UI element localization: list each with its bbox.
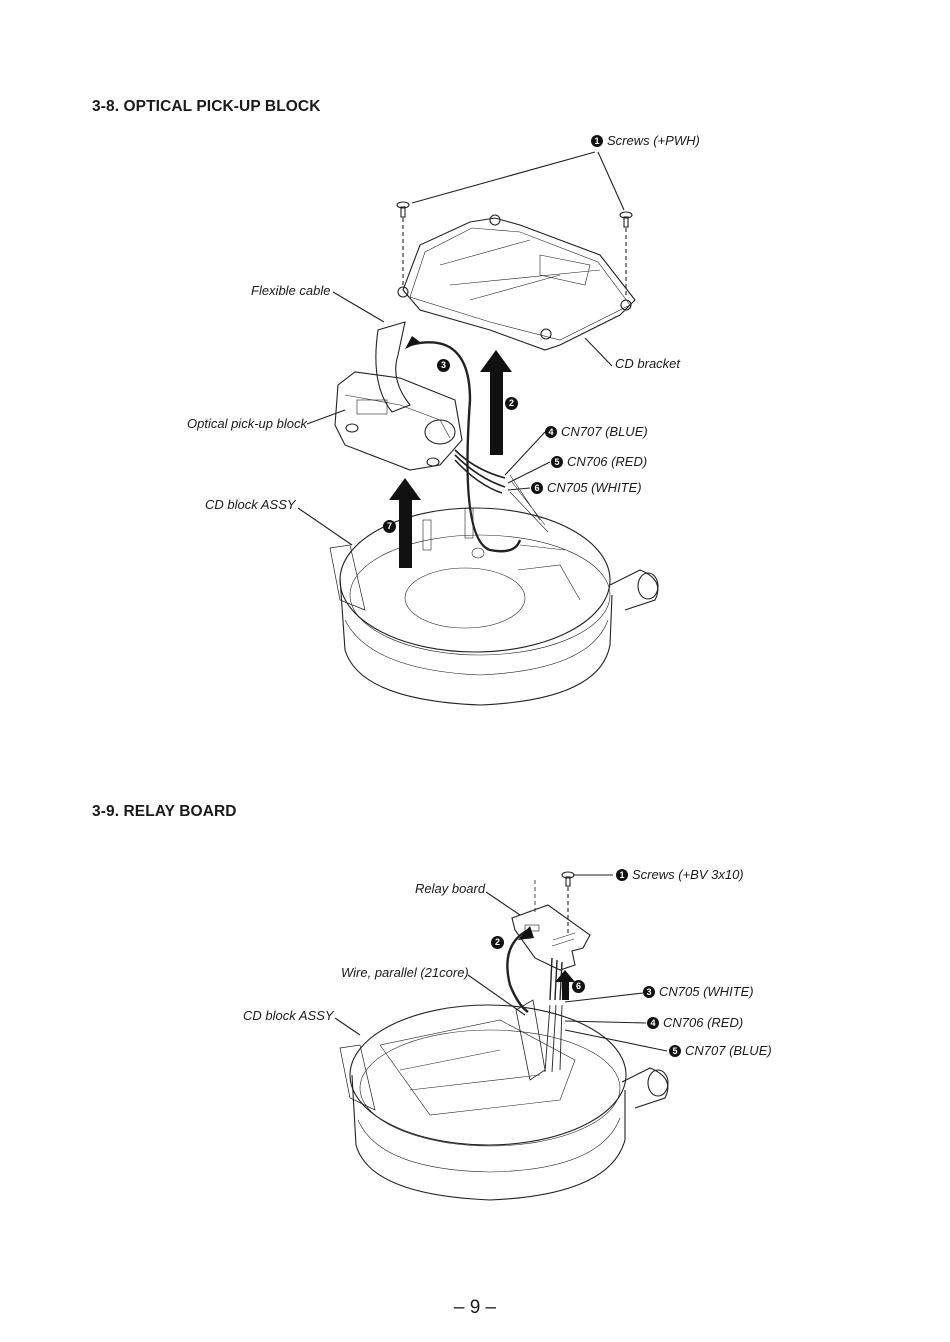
number-badge: 1	[591, 135, 603, 147]
label-text: Screws (+BV 3x10)	[632, 867, 744, 882]
label-cn705-white-relay: 3 CN705 (WHITE)	[643, 984, 754, 1000]
leader-cn707	[504, 431, 546, 476]
label-wire-parallel: Wire, parallel (21core)	[341, 965, 469, 980]
leader-cn706	[564, 1020, 647, 1024]
callout-2: 2	[505, 397, 518, 410]
arrow-step-2	[480, 350, 512, 455]
leader-optical-pickup	[306, 409, 346, 425]
arrow-step-3-head	[405, 336, 420, 349]
callout-7: 7	[383, 520, 396, 533]
number-badge: 4	[545, 426, 557, 438]
leader-relay-board	[485, 891, 521, 916]
cd-block-assy-bottom	[339, 1004, 669, 1201]
leader-cn705	[564, 992, 644, 1003]
number-badge: 1	[616, 869, 628, 881]
label-text: CN706 (RED)	[567, 454, 648, 469]
relay-black-wire	[506, 928, 529, 1013]
arrow-step-6	[555, 970, 575, 1000]
parallel-wire-ribbon	[515, 999, 546, 1081]
number-badge: 6	[531, 482, 543, 494]
screw-leader-left	[411, 151, 596, 204]
cd-bracket	[397, 214, 636, 351]
number-badge: 5	[551, 456, 563, 468]
leader-wire-parallel	[467, 974, 526, 1016]
number-badge: 5	[669, 1045, 681, 1057]
label-cn706-red-relay: 4 CN706 (RED)	[647, 1015, 743, 1031]
number-badge: 4	[647, 1017, 659, 1029]
number-badge: 3	[643, 986, 655, 998]
label-text: CN705 (WHITE)	[547, 480, 642, 495]
pickup-lead-wires	[454, 449, 506, 494]
label-relay-board: Relay board	[415, 881, 486, 896]
leader-cd-bracket	[584, 337, 613, 367]
page-number: – 9 –	[453, 1297, 497, 1318]
label-screws-bv: 1 Screws (+BV 3x10)	[616, 867, 744, 883]
label-flexible-cable: Flexible cable	[251, 283, 331, 298]
label-text: CN706 (RED)	[663, 1015, 744, 1030]
arrow-step-2-head	[518, 926, 534, 940]
callout-6: 6	[572, 980, 585, 993]
label-text: CN707 (BLUE)	[685, 1043, 772, 1058]
leader-cn707	[564, 1029, 668, 1052]
label-optical-pickup-block: Optical pick-up block	[187, 416, 307, 431]
leader-cd-block	[297, 507, 353, 546]
flexible-cable	[375, 321, 411, 413]
label-text: CN707 (BLUE)	[561, 424, 648, 439]
label-cn706-red: 5 CN706 (RED)	[551, 454, 647, 470]
leader-cn706	[507, 461, 551, 484]
callout-2-relay: 2	[491, 936, 504, 949]
relay-board	[511, 880, 591, 971]
label-screws-pwh: 1 Screws (+PWH)	[591, 133, 700, 149]
label-text: Screws (+PWH)	[607, 133, 700, 148]
cd-block-assy-top	[329, 507, 659, 706]
screw-left	[396, 201, 410, 285]
label-cd-bracket: CD bracket	[615, 356, 681, 371]
pickup-flex-wire	[409, 341, 522, 553]
arrow-step-7	[389, 478, 421, 568]
section-title-relay-board: 3-9. RELAY BOARD	[92, 803, 237, 820]
label-cn705-white: 6 CN705 (WHITE)	[531, 480, 642, 496]
optical-pickup-block	[334, 371, 463, 471]
label-cd-block-assy: CD block ASSY	[205, 497, 296, 512]
leader-flexible-cable	[332, 291, 385, 323]
label-cn707-blue-relay: 5 CN707 (BLUE)	[669, 1043, 772, 1059]
leader-cn705	[507, 487, 531, 491]
label-cd-block-assy-relay: CD block ASSY	[243, 1008, 334, 1023]
leader-cd-block-bottom	[334, 1017, 361, 1036]
callout-3: 3	[437, 359, 450, 372]
label-cn707-blue: 4 CN707 (BLUE)	[545, 424, 648, 440]
relay-screw	[561, 871, 575, 935]
screw-right	[619, 211, 633, 298]
label-text: CN705 (WHITE)	[659, 984, 754, 999]
section-title-optical-pickup: 3-8. OPTICAL PICK-UP BLOCK	[92, 98, 321, 115]
screw-leader-right	[597, 151, 625, 211]
